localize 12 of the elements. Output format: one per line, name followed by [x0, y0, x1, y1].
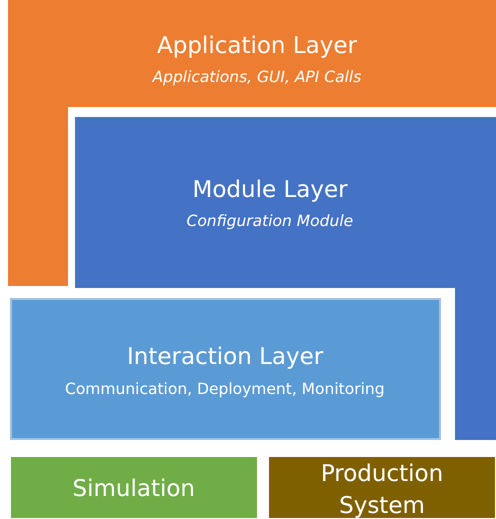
layer-description: Applications, GUI, API Calls [152, 68, 362, 86]
layer-title: Module Layer [192, 177, 348, 203]
layer-panel [10, 456, 258, 519]
layer-title: Simulation [72, 476, 196, 502]
layer-title: Production System [320, 460, 444, 519]
layer-description: Configuration Module [186, 212, 354, 230]
layer-title: Application Layer [157, 33, 357, 59]
layer-panel [10, 298, 441, 440]
l-shaped-layer-panel [8, 0, 496, 286]
layer-description: Communication, Deployment, Monitoring [65, 380, 385, 398]
layer-title: Interaction Layer [127, 344, 324, 370]
layer-panel [268, 456, 496, 519]
